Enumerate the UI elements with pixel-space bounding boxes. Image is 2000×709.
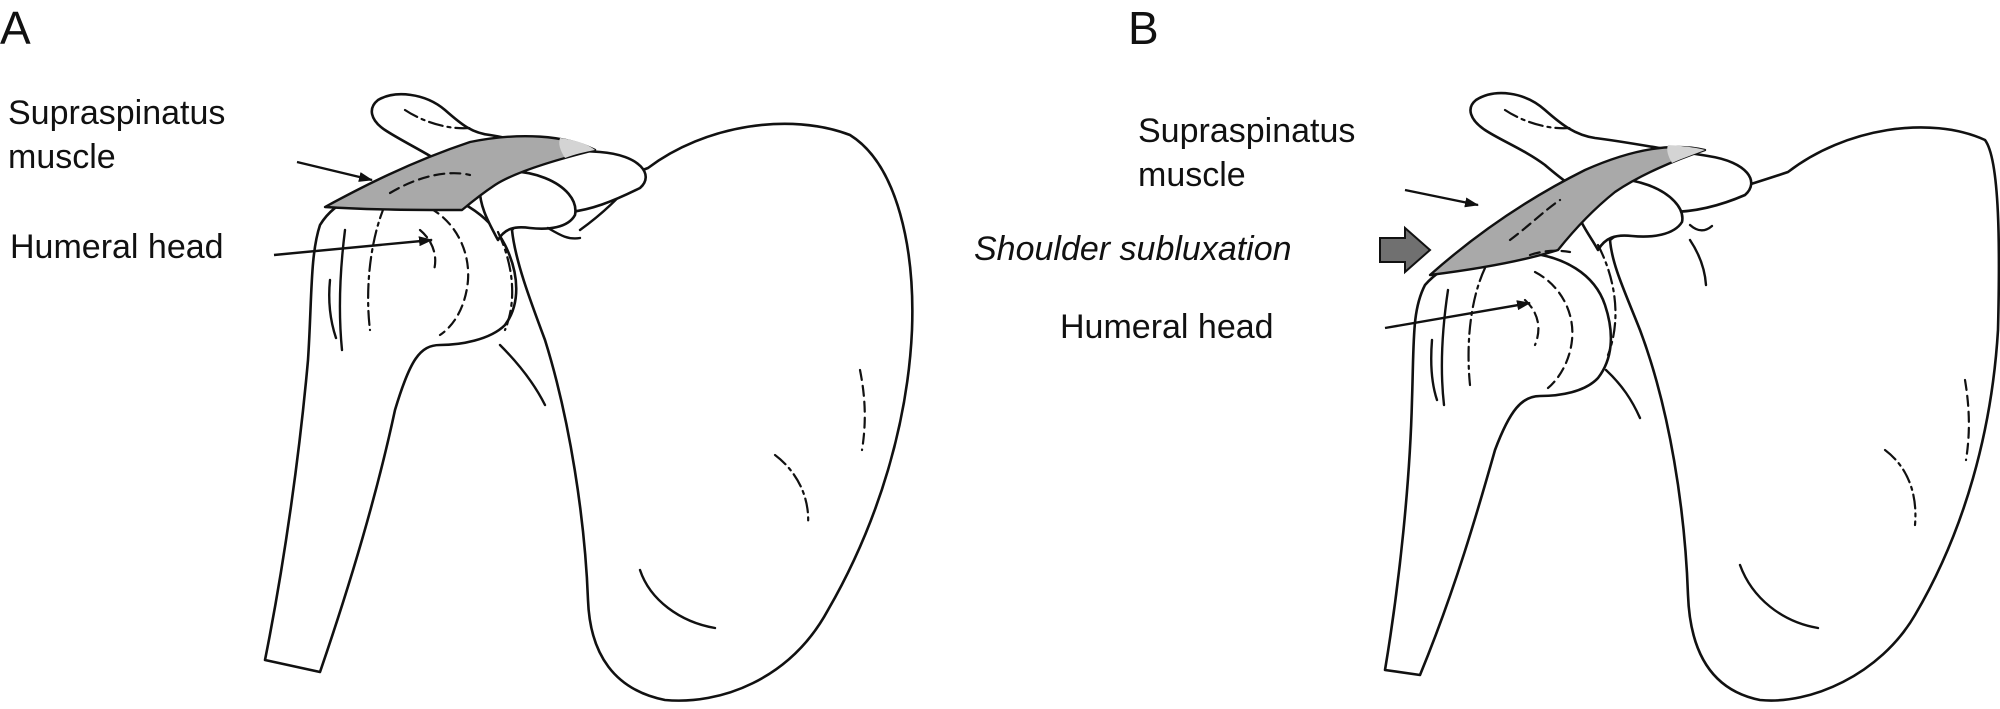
humerus-a xyxy=(263,186,518,674)
acromion-b xyxy=(1469,91,1753,214)
arrow-supraspinatus-a xyxy=(296,160,373,182)
coracoid-a xyxy=(478,170,577,242)
panel-b: B xyxy=(1128,2,2000,702)
arrow-supraspinatus-b xyxy=(1404,188,1479,208)
label-humeral-head-b: Humeral head xyxy=(1060,308,1274,346)
scapula-body-b xyxy=(1608,126,2000,702)
label-humeral-head-a: Humeral head xyxy=(10,228,224,266)
label-muscle-b: muscle xyxy=(1138,156,1246,194)
humerus-b xyxy=(1383,250,1613,677)
label-supraspinatus-b: Supraspinatus xyxy=(1138,112,1355,150)
subluxation-arrow xyxy=(1379,225,1432,275)
panel-a-labels: Supraspinatus muscle Humeral head xyxy=(8,94,433,266)
panel-a-letter: A xyxy=(0,2,31,54)
arrow-humeral-head-a xyxy=(273,236,433,257)
panel-b-letter: B xyxy=(1128,2,1159,54)
label-supraspinatus-a: Supraspinatus xyxy=(8,94,225,132)
scapula-body xyxy=(510,122,914,702)
panel-b-labels: Supraspinatus muscle Shoulder subluxatio… xyxy=(974,112,1531,346)
arrow-humeral-head-b xyxy=(1384,300,1531,330)
label-muscle-a: muscle xyxy=(8,138,116,176)
label-shoulder-subluxation: Shoulder subluxation xyxy=(974,230,1292,268)
panel-a: A xyxy=(0,2,914,702)
